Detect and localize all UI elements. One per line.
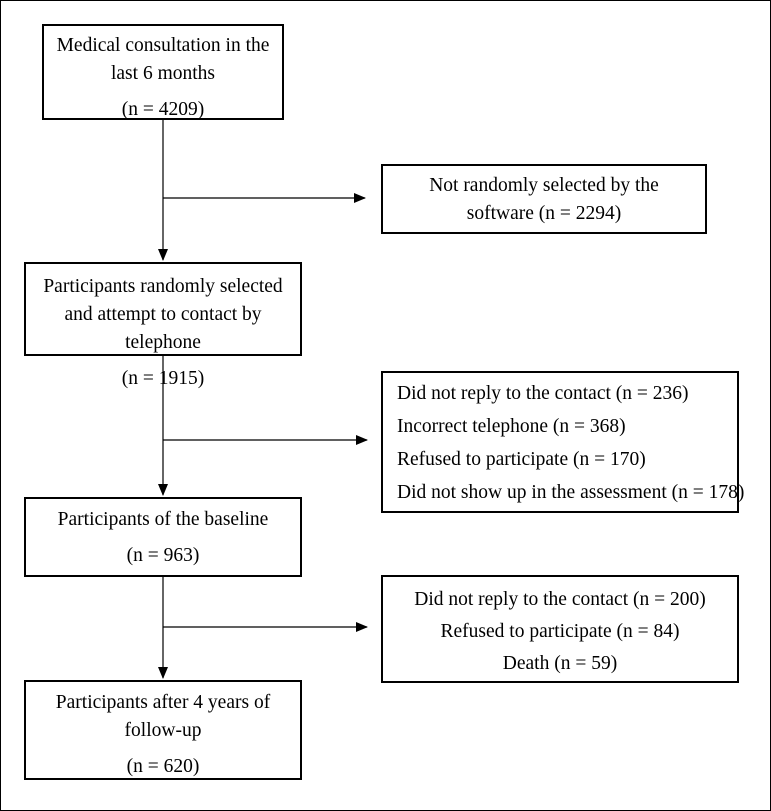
- box-count: (n = 1915): [121, 368, 205, 389]
- box-baseline-participants: Participants of the baseline (n = 963): [24, 497, 302, 577]
- exclusion-item: Death (n = 59): [502, 653, 618, 674]
- box-text: telephone: [125, 332, 201, 353]
- box-medical-consultation: Medical consultation in the last 6 month…: [42, 24, 284, 120]
- box-text: Medical consultation in the: [56, 35, 270, 56]
- exclusion-item: Refused to participate (n = 170): [397, 449, 646, 470]
- box-count: (n = 963): [126, 545, 200, 566]
- box-text: Participants randomly selected: [43, 276, 283, 297]
- box-followup-participants: Participants after 4 years of follow-up …: [24, 680, 302, 780]
- box-text: software (n = 2294): [466, 203, 622, 224]
- box-text: Not randomly selected by the: [429, 175, 659, 196]
- box-text: follow-up: [124, 720, 202, 741]
- box-not-randomly-selected: Not randomly selected by the software (n…: [381, 164, 707, 234]
- box-count: (n = 4209): [121, 99, 205, 120]
- box-text: Participants after 4 years of: [55, 692, 271, 713]
- exclusion-item: Refused to participate (n = 84): [440, 621, 680, 642]
- exclusion-item: Did not reply to the contact (n = 236): [397, 383, 689, 404]
- box-text: Participants of the baseline: [57, 509, 269, 530]
- box-exclusions-baseline: Did not reply to the contact (n = 236) I…: [381, 371, 745, 513]
- box-count: (n = 620): [126, 756, 200, 777]
- exclusion-item: Did not show up in the assessment (n = 1…: [397, 482, 745, 503]
- box-text: last 6 months: [110, 63, 215, 84]
- box-text: and attempt to contact by: [64, 304, 262, 325]
- box-randomly-selected: Participants randomly selected and attem…: [24, 262, 302, 389]
- exclusion-item: Did not reply to the contact (n = 200): [414, 589, 706, 610]
- box-exclusions-followup: Did not reply to the contact (n = 200) R…: [381, 575, 739, 683]
- exclusion-item: Incorrect telephone (n = 368): [397, 416, 626, 437]
